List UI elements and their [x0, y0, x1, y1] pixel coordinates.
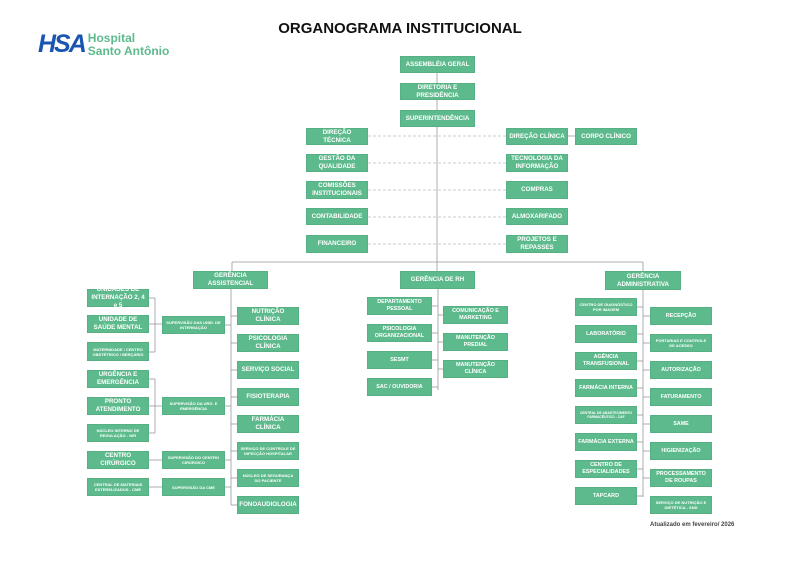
box-service: FISIOTERAPIA	[237, 388, 299, 406]
box-unit: URGÊNCIA E EMERGÊNCIA	[87, 370, 149, 388]
box-superintendencia: SUPERINTENDÊNCIA	[400, 110, 475, 127]
updated-note: Atualizado em fevereiro/ 2026	[650, 522, 735, 528]
box-rh-item: SESMT	[367, 351, 432, 369]
box-assembleia-geral: ASSEMBLÉIA GERAL	[400, 56, 475, 73]
box-rh-item: SAC / OUVIDORIA	[367, 378, 432, 396]
box-unit: UNIDADE DE SAÚDE MENTAL	[87, 315, 149, 333]
box-supervision: SUPERVISÃO DAS UNID. DE INTERNAÇÃO	[162, 316, 225, 334]
box-supervision: SUPERVISÃO DA CME	[162, 478, 225, 496]
box-unit: CENTRO CIRÚRGICO	[87, 451, 149, 469]
box-unit: NÚCLEO INTERNO DE REGULAÇÃO - NIR	[87, 424, 149, 442]
box-service: SERVIÇO SOCIAL	[237, 361, 299, 379]
box-rh-item: DEPARTAMENTO PESSOAL	[367, 297, 432, 315]
box-adm-item: FARMÁCIA EXTERNA	[575, 433, 637, 451]
box-adm-item: HIGIENIZAÇÃO	[650, 442, 712, 460]
box-adm-item: CENTRO DE ESPECIALIDADES	[575, 460, 637, 478]
box-gerencia-assistencial: GERÊNCIA ASSISTENCIAL	[193, 271, 268, 289]
box-tecnologia-informacao: TECNOLOGIA DA INFORMAÇÃO	[506, 154, 568, 172]
box-service: NÚCLEO DE SEGURANÇA DO PACIENTE	[237, 469, 299, 487]
box-diretoria-presidencia: DIRETORIA E PRESIDÊNCIA	[400, 83, 475, 100]
box-adm-item: SERVIÇO DE NUTRIÇÃO E DIETÉTICA - SND	[650, 496, 712, 514]
box-service: FONOAUDIOLOGIA	[237, 496, 299, 514]
box-direcao-tecnica: DIREÇÃO TÉCNICA	[306, 128, 368, 145]
box-supervision: SUPERVISÃO DO CENTRO CIRÚRGICO	[162, 451, 225, 469]
staff-dashed-lines	[368, 135, 506, 245]
box-adm-item: TAPCARD	[575, 487, 637, 505]
box-service: NUTRIÇÃO CLÍNICA	[237, 307, 299, 325]
box-service: FARMÁCIA CLÍNICA	[237, 415, 299, 433]
page-title: ORGANOGRAMA INSTITUCIONAL	[278, 20, 522, 37]
box-gerencia-administrativa: GERÊNCIA ADMINISTRATIVA	[605, 271, 681, 290]
box-contabilidade: CONTABILIDADE	[306, 208, 368, 225]
logo-line2: Santo Antônio	[87, 43, 170, 58]
box-service: PSICOLOGIA CLÍNICA	[237, 334, 299, 352]
box-adm-item: FATURAMENTO	[650, 388, 712, 406]
box-projetos-repasses: PROJETOS E REPASSES	[506, 235, 568, 253]
box-adm-item: SAME	[650, 415, 712, 433]
box-adm-item: AUTORIZAÇÃO	[650, 361, 712, 379]
box-gerencia-rh: GERÊNCIA DE RH	[400, 271, 475, 289]
box-unit: CENTRAL DE MATERIAIS ESTERELIZADOS - CME	[87, 478, 149, 496]
box-compras: COMPRAS	[506, 181, 568, 199]
box-adm-item: RECEPÇÃO	[650, 307, 712, 325]
box-unit: MATERNIDADE / CENTRO OBSTÉTRICO / BERÇÁR…	[87, 342, 149, 361]
box-gestao-qualidade: GESTÃO DA QUALIDADE	[306, 154, 368, 172]
box-rh-item: COMUNICAÇÃO E MARKETING	[443, 306, 508, 324]
box-adm-item: PORTARIAS E CONTROLE DE ACESSO	[650, 334, 712, 352]
box-rh-item: MANUTENÇÃO PREDIAL	[443, 333, 508, 351]
box-rh-item: MANUTENÇÃO CLÍNICA	[443, 360, 508, 378]
logo-line1: Hospital	[87, 30, 136, 45]
box-adm-item: CENTRO DE DIAGNÓSTICO POR IMAGEM	[575, 298, 637, 316]
box-unit: PRONTO ATENDIMENTO	[87, 397, 149, 415]
box-comissoes: COMISSÕES INSTITUCIONAIS	[306, 181, 368, 199]
box-adm-item: AGÊNCIA TRANSFUSIONAL	[575, 352, 637, 370]
box-financeiro: FINANCEIRO	[306, 235, 368, 253]
box-unit: UNIDADES DE INTERNAÇÃO 2, 4 e 5	[87, 286, 149, 309]
logo-mark: HSA	[38, 30, 87, 58]
box-direcao-clinica: DIREÇÃO CLÍNICA	[506, 128, 568, 145]
box-corpo-clinico: CORPO CLÍNICO	[575, 128, 637, 145]
box-adm-item: FARMÁCIA INTERNA	[575, 379, 637, 397]
box-rh-item: PSICOLOGIA ORGANIZACIONAL	[367, 324, 432, 342]
box-almoxarifado: ALMOXARIFADO	[506, 208, 568, 225]
box-adm-item: LABORATÓRIO	[575, 325, 637, 343]
box-adm-item: PROCESSAMENTO DE ROUPAS	[650, 469, 712, 487]
box-supervision: SUPERVISÃO DA URG. E EMERGÊNCIA	[162, 397, 225, 415]
box-adm-item: CENTRAL DE ABASTECIMENTO FARMACÊUTICO - …	[575, 406, 637, 424]
box-service: SERVIÇO DE CONTROLE DE INFECÇÃO HOSPITAL…	[237, 442, 299, 460]
